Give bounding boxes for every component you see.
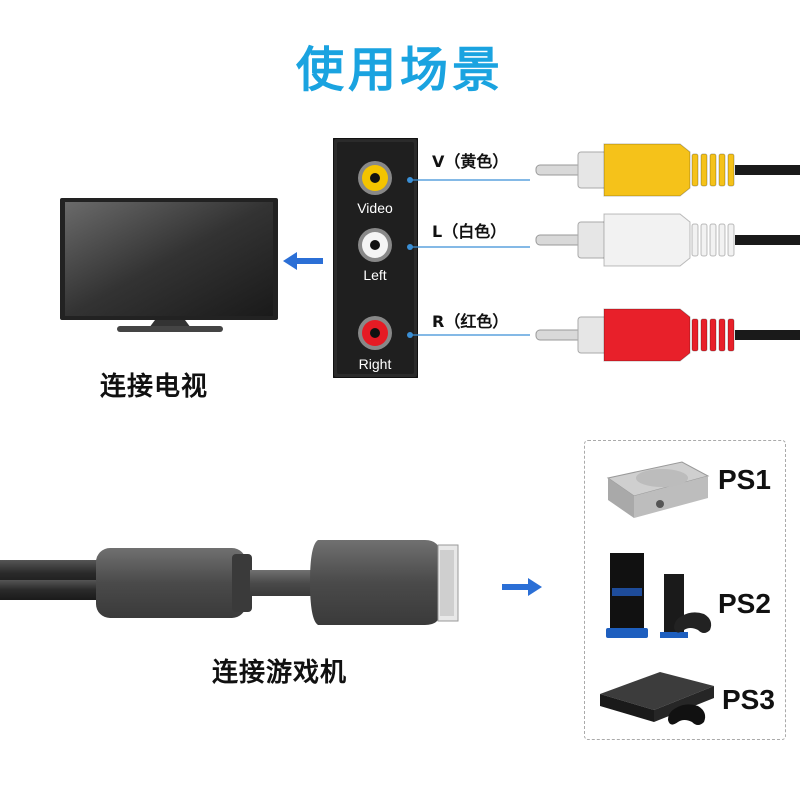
video-port[interactable] xyxy=(358,161,392,195)
console-caption: 连接游戏机 xyxy=(212,658,348,688)
arrow-right-icon xyxy=(502,578,542,596)
ps-av-connector xyxy=(0,540,459,625)
port-label-left: Left xyxy=(363,267,387,283)
ps1-label: PS1 xyxy=(718,464,771,495)
rca-plug-video xyxy=(535,143,800,197)
ps3-console-image xyxy=(600,672,714,725)
console-list xyxy=(584,440,786,740)
tv-illustration xyxy=(60,198,278,332)
left-audio-port[interactable] xyxy=(358,228,392,262)
rca-plugs xyxy=(535,143,800,362)
cable-label-left: L（白色） xyxy=(432,222,507,241)
page-title: 使用场景 xyxy=(295,42,504,98)
arrow-left-icon xyxy=(283,252,323,270)
connector-lines xyxy=(407,177,530,338)
cable-label-right: R（红色） xyxy=(432,312,509,331)
ps2-console-image xyxy=(606,553,712,638)
ps2-label: PS2 xyxy=(718,588,771,619)
rca-plug-left xyxy=(535,213,800,267)
port-label-video: Video xyxy=(357,200,393,216)
ps1-console-image xyxy=(606,461,710,518)
tv-caption: 连接电视 xyxy=(100,372,209,402)
av-port-panel xyxy=(333,138,418,378)
right-audio-port[interactable] xyxy=(358,316,392,350)
port-label-right: Right xyxy=(358,356,392,372)
cable-label-video: V（黄色） xyxy=(432,152,509,171)
rca-plug-right xyxy=(535,308,800,362)
ps3-label: PS3 xyxy=(722,684,775,715)
